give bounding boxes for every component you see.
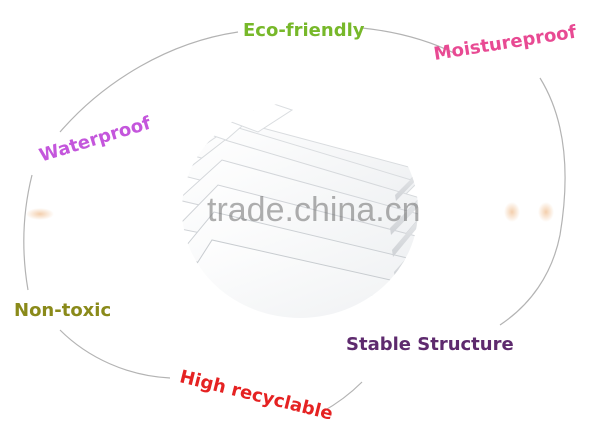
foam-board-stack-image [182,102,418,318]
cycle-ring [23,27,566,413]
label-eco-friendly: Eco-friendly [243,20,365,41]
watermark-text: trade.china.cn [207,191,421,229]
gloss-marks [26,202,554,222]
label-stable-structure: Stable Structure [346,334,514,355]
label-non-toxic: Non-toxic [14,300,112,321]
